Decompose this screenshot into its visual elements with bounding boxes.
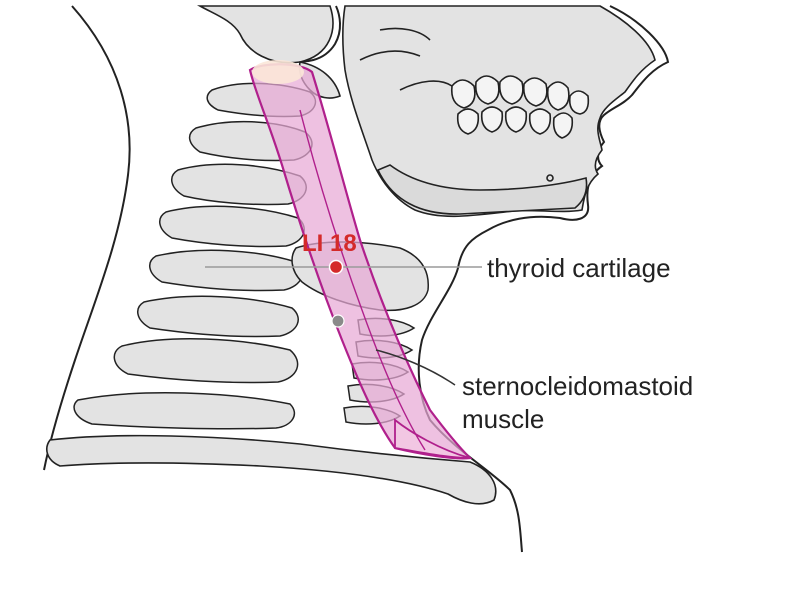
vertebra-c6 <box>137 295 299 338</box>
thyroid-cartilage-label: thyroid cartilage <box>487 253 671 283</box>
skull-mandible <box>376 164 588 215</box>
vertebra-c7 <box>113 338 299 384</box>
mental-foramen <box>546 174 554 182</box>
acupoint-markers <box>328 259 345 328</box>
scm-inner-line <box>299 109 426 451</box>
skull-zygomatic-detail <box>359 27 453 91</box>
li18-label: LI 18 <box>302 230 357 257</box>
first-rib <box>73 392 296 430</box>
vertebra-c5 <box>149 249 303 292</box>
scm-sternal-head <box>394 418 471 459</box>
clavicle <box>46 434 497 505</box>
guide-lines <box>205 266 482 386</box>
vertebra-c4 <box>159 205 305 248</box>
teeth <box>450 75 590 139</box>
scm-leader-line <box>375 349 456 386</box>
scm-label-line2: muscle <box>462 404 544 434</box>
scm-label-line1: sternocleidomastoid <box>462 371 693 401</box>
vertebra-c3 <box>171 163 307 206</box>
back-of-neck-outline <box>43 5 131 471</box>
li18-point-marker <box>328 259 344 275</box>
mastoid-highlight <box>252 60 304 84</box>
secondary-point-marker <box>331 314 345 328</box>
cervical-spine <box>73 82 317 430</box>
sternocleidomastoid-muscle <box>248 60 473 460</box>
skull <box>341 5 656 218</box>
